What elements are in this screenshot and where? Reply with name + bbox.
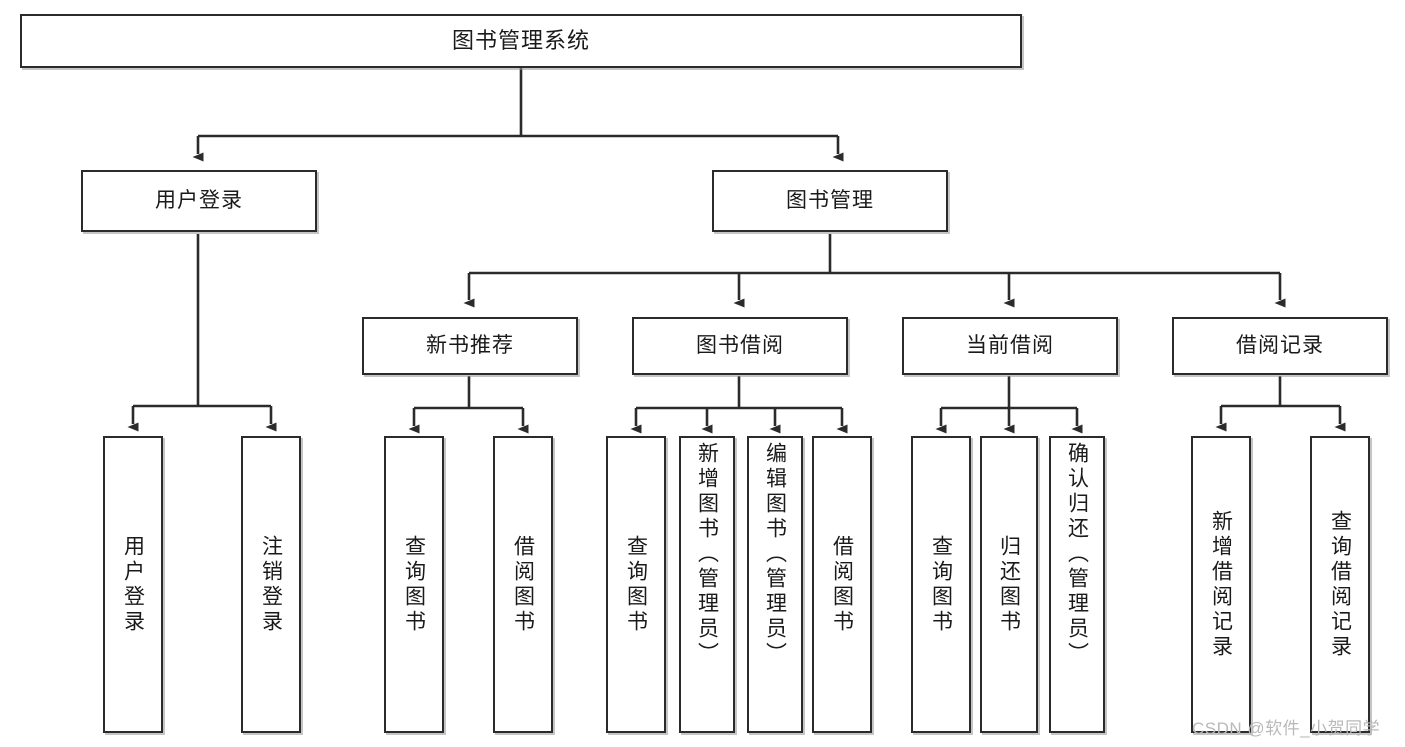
- node-current-borrow[interactable]: 当前借阅: [902, 317, 1118, 375]
- node-leaf-query-record[interactable]: 查询借阅记录: [1310, 436, 1370, 733]
- node-leaf-borrow-book-1[interactable]: 借阅图书: [493, 436, 553, 733]
- node-leaf-query-record-label: 查询借阅记录: [1328, 509, 1352, 660]
- node-leaf-query-book-1[interactable]: 查询图书: [384, 436, 444, 733]
- node-leaf-add-book[interactable]: 新增图书（管理员）: [679, 436, 735, 733]
- node-leaf-confirm-return-label: 确认归还（管理员）: [1065, 442, 1089, 667]
- node-leaf-edit-book[interactable]: 编辑图书（管理员）: [747, 436, 803, 733]
- node-leaf-user-login-label: 用户登录: [121, 534, 145, 635]
- node-root-label: 图书管理系统: [451, 28, 590, 54]
- node-book-borrow[interactable]: 图书借阅: [632, 317, 848, 375]
- node-new-book-rec[interactable]: 新书推荐: [362, 317, 578, 375]
- node-leaf-logout-login[interactable]: 注销登录: [241, 436, 301, 733]
- node-leaf-borrow-book-1-label: 借阅图书: [511, 534, 535, 635]
- node-leaf-query-book-3-label: 查询图书: [929, 534, 953, 635]
- csdn-watermark: CSDN @软件_小贺同学: [1192, 719, 1381, 738]
- node-book-manage-label: 图书管理: [786, 188, 874, 212]
- node-borrow-record[interactable]: 借阅记录: [1172, 317, 1388, 375]
- node-user-login[interactable]: 用户登录: [81, 170, 317, 232]
- node-user-login-label: 用户登录: [155, 188, 243, 212]
- node-leaf-add-book-label: 新增图书（管理员）: [695, 442, 719, 667]
- node-current-borrow-label: 当前借阅: [966, 333, 1054, 357]
- node-leaf-edit-book-label: 编辑图书（管理员）: [763, 442, 787, 667]
- node-leaf-query-book-1-label: 查询图书: [402, 534, 426, 635]
- node-root[interactable]: 图书管理系统: [20, 14, 1022, 68]
- node-leaf-return-book[interactable]: 归还图书: [980, 436, 1038, 733]
- node-leaf-confirm-return[interactable]: 确认归还（管理员）: [1049, 436, 1105, 733]
- node-leaf-user-login[interactable]: 用户登录: [103, 436, 163, 733]
- node-book-manage[interactable]: 图书管理: [712, 170, 948, 232]
- node-leaf-query-book-2-label: 查询图书: [624, 534, 648, 635]
- node-borrow-record-label: 借阅记录: [1236, 333, 1324, 357]
- node-leaf-query-book-3[interactable]: 查询图书: [911, 436, 971, 733]
- node-new-book-rec-label: 新书推荐: [426, 333, 514, 357]
- node-leaf-borrow-book-2[interactable]: 借阅图书: [812, 436, 872, 733]
- node-leaf-return-book-label: 归还图书: [997, 534, 1021, 635]
- node-leaf-logout-login-label: 注销登录: [259, 534, 283, 635]
- node-book-borrow-label: 图书借阅: [696, 333, 784, 357]
- node-leaf-borrow-book-2-label: 借阅图书: [830, 534, 854, 635]
- node-leaf-add-record[interactable]: 新增借阅记录: [1191, 436, 1251, 733]
- node-leaf-query-book-2[interactable]: 查询图书: [606, 436, 666, 733]
- node-leaf-add-record-label: 新增借阅记录: [1209, 509, 1233, 660]
